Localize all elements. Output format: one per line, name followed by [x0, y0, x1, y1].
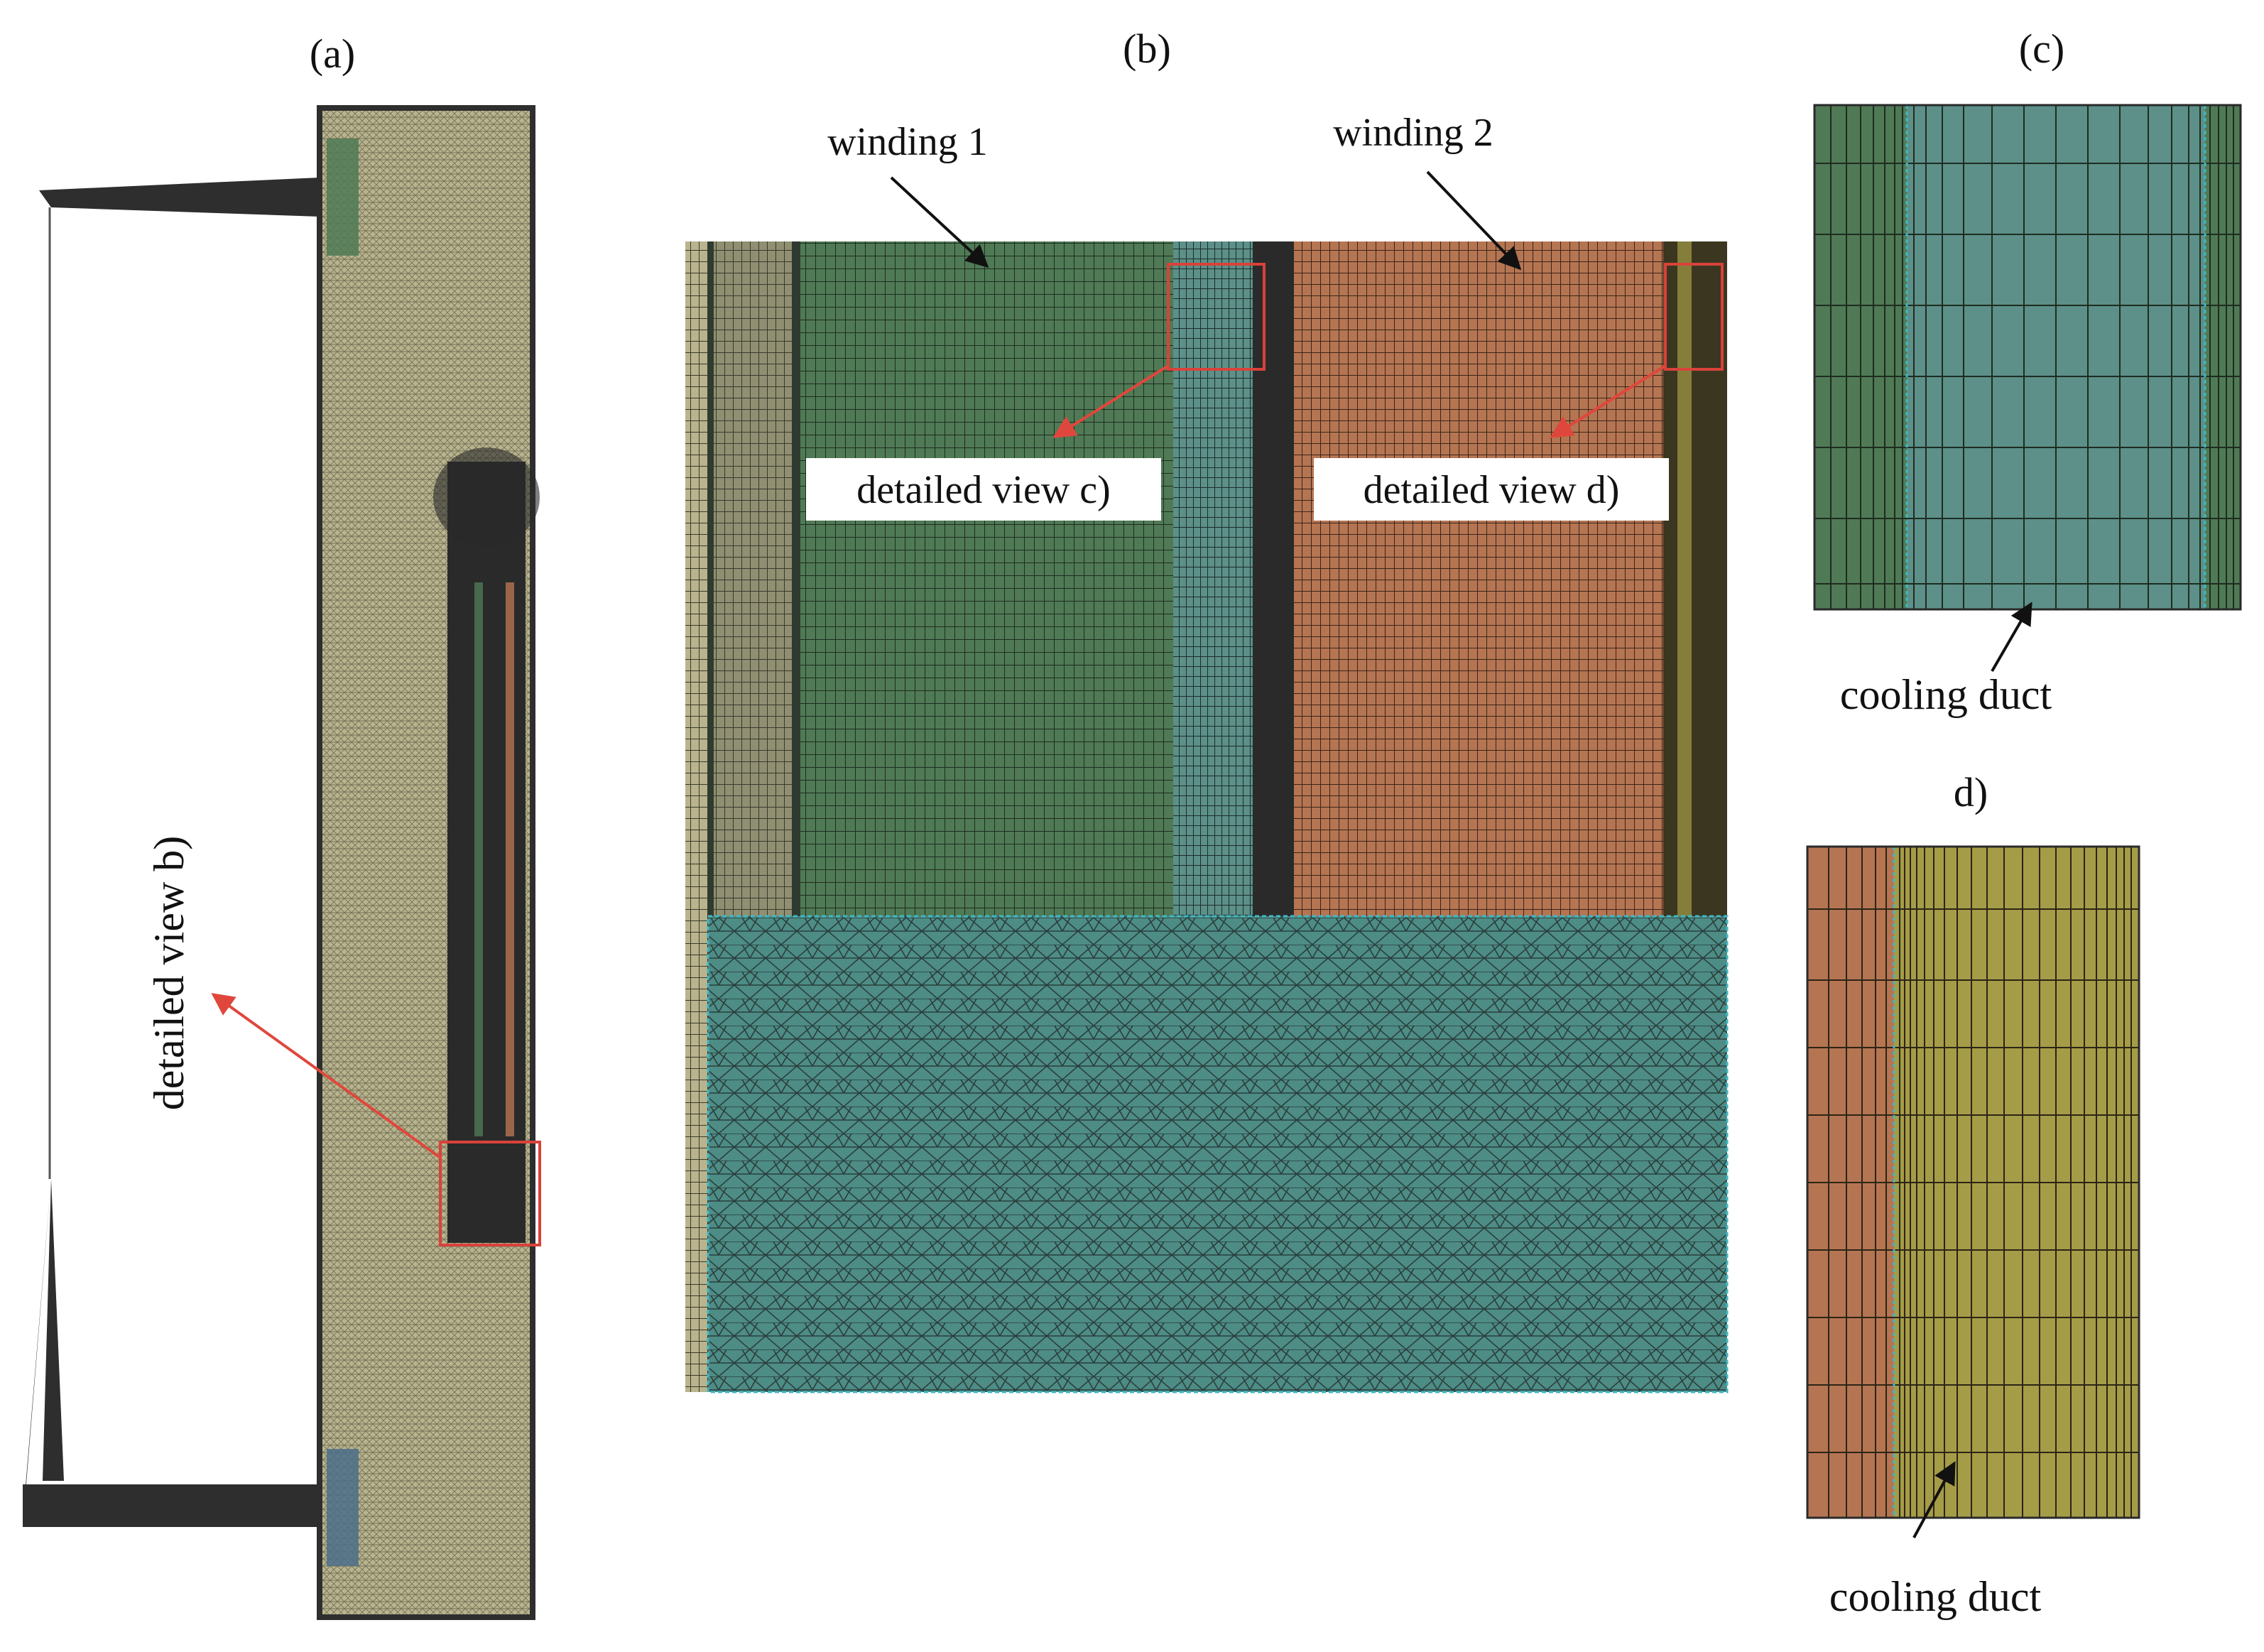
winding-2-region	[1294, 241, 1663, 916]
winding-1-label: winding 1	[827, 120, 988, 164]
bottom-mesh-region	[707, 915, 1729, 1393]
detailed-view-c-label: detailed view c)	[856, 468, 1111, 512]
panel-a: (a) detailed view b)	[23, 31, 541, 1620]
winding-2-label: winding 2	[1333, 111, 1493, 155]
panel-b: (b) winding 1 winding 2 detailed view	[685, 26, 1729, 1393]
detailed-view-b-label: detailed view b)	[146, 836, 192, 1111]
winding-1-region	[800, 241, 1173, 916]
panel-d-label: d)	[1954, 769, 1988, 815]
panel-c-grid	[1814, 105, 2241, 609]
panel-c-label: (c)	[2019, 26, 2064, 72]
detail-c-box	[1167, 263, 1266, 371]
panel-d-cooling-duct-label: cooling duct	[1829, 1573, 2042, 1620]
core-frame	[23, 178, 320, 1527]
cooling-duct-region	[1173, 241, 1253, 916]
detail-d-box	[1664, 263, 1724, 371]
detailed-view-d-label: detailed view d)	[1364, 468, 1620, 512]
detail-b-box	[439, 1141, 541, 1246]
panel-c: (c)	[1813, 26, 2242, 718]
panel-c-cooling-duct-label: cooling duct	[1840, 671, 2052, 718]
panel-d-grid	[1807, 847, 2139, 1518]
panel-d: d)	[1806, 769, 2140, 1620]
panel-a-label: (a)	[310, 31, 355, 77]
panel-b-label: (b)	[1123, 26, 1171, 72]
